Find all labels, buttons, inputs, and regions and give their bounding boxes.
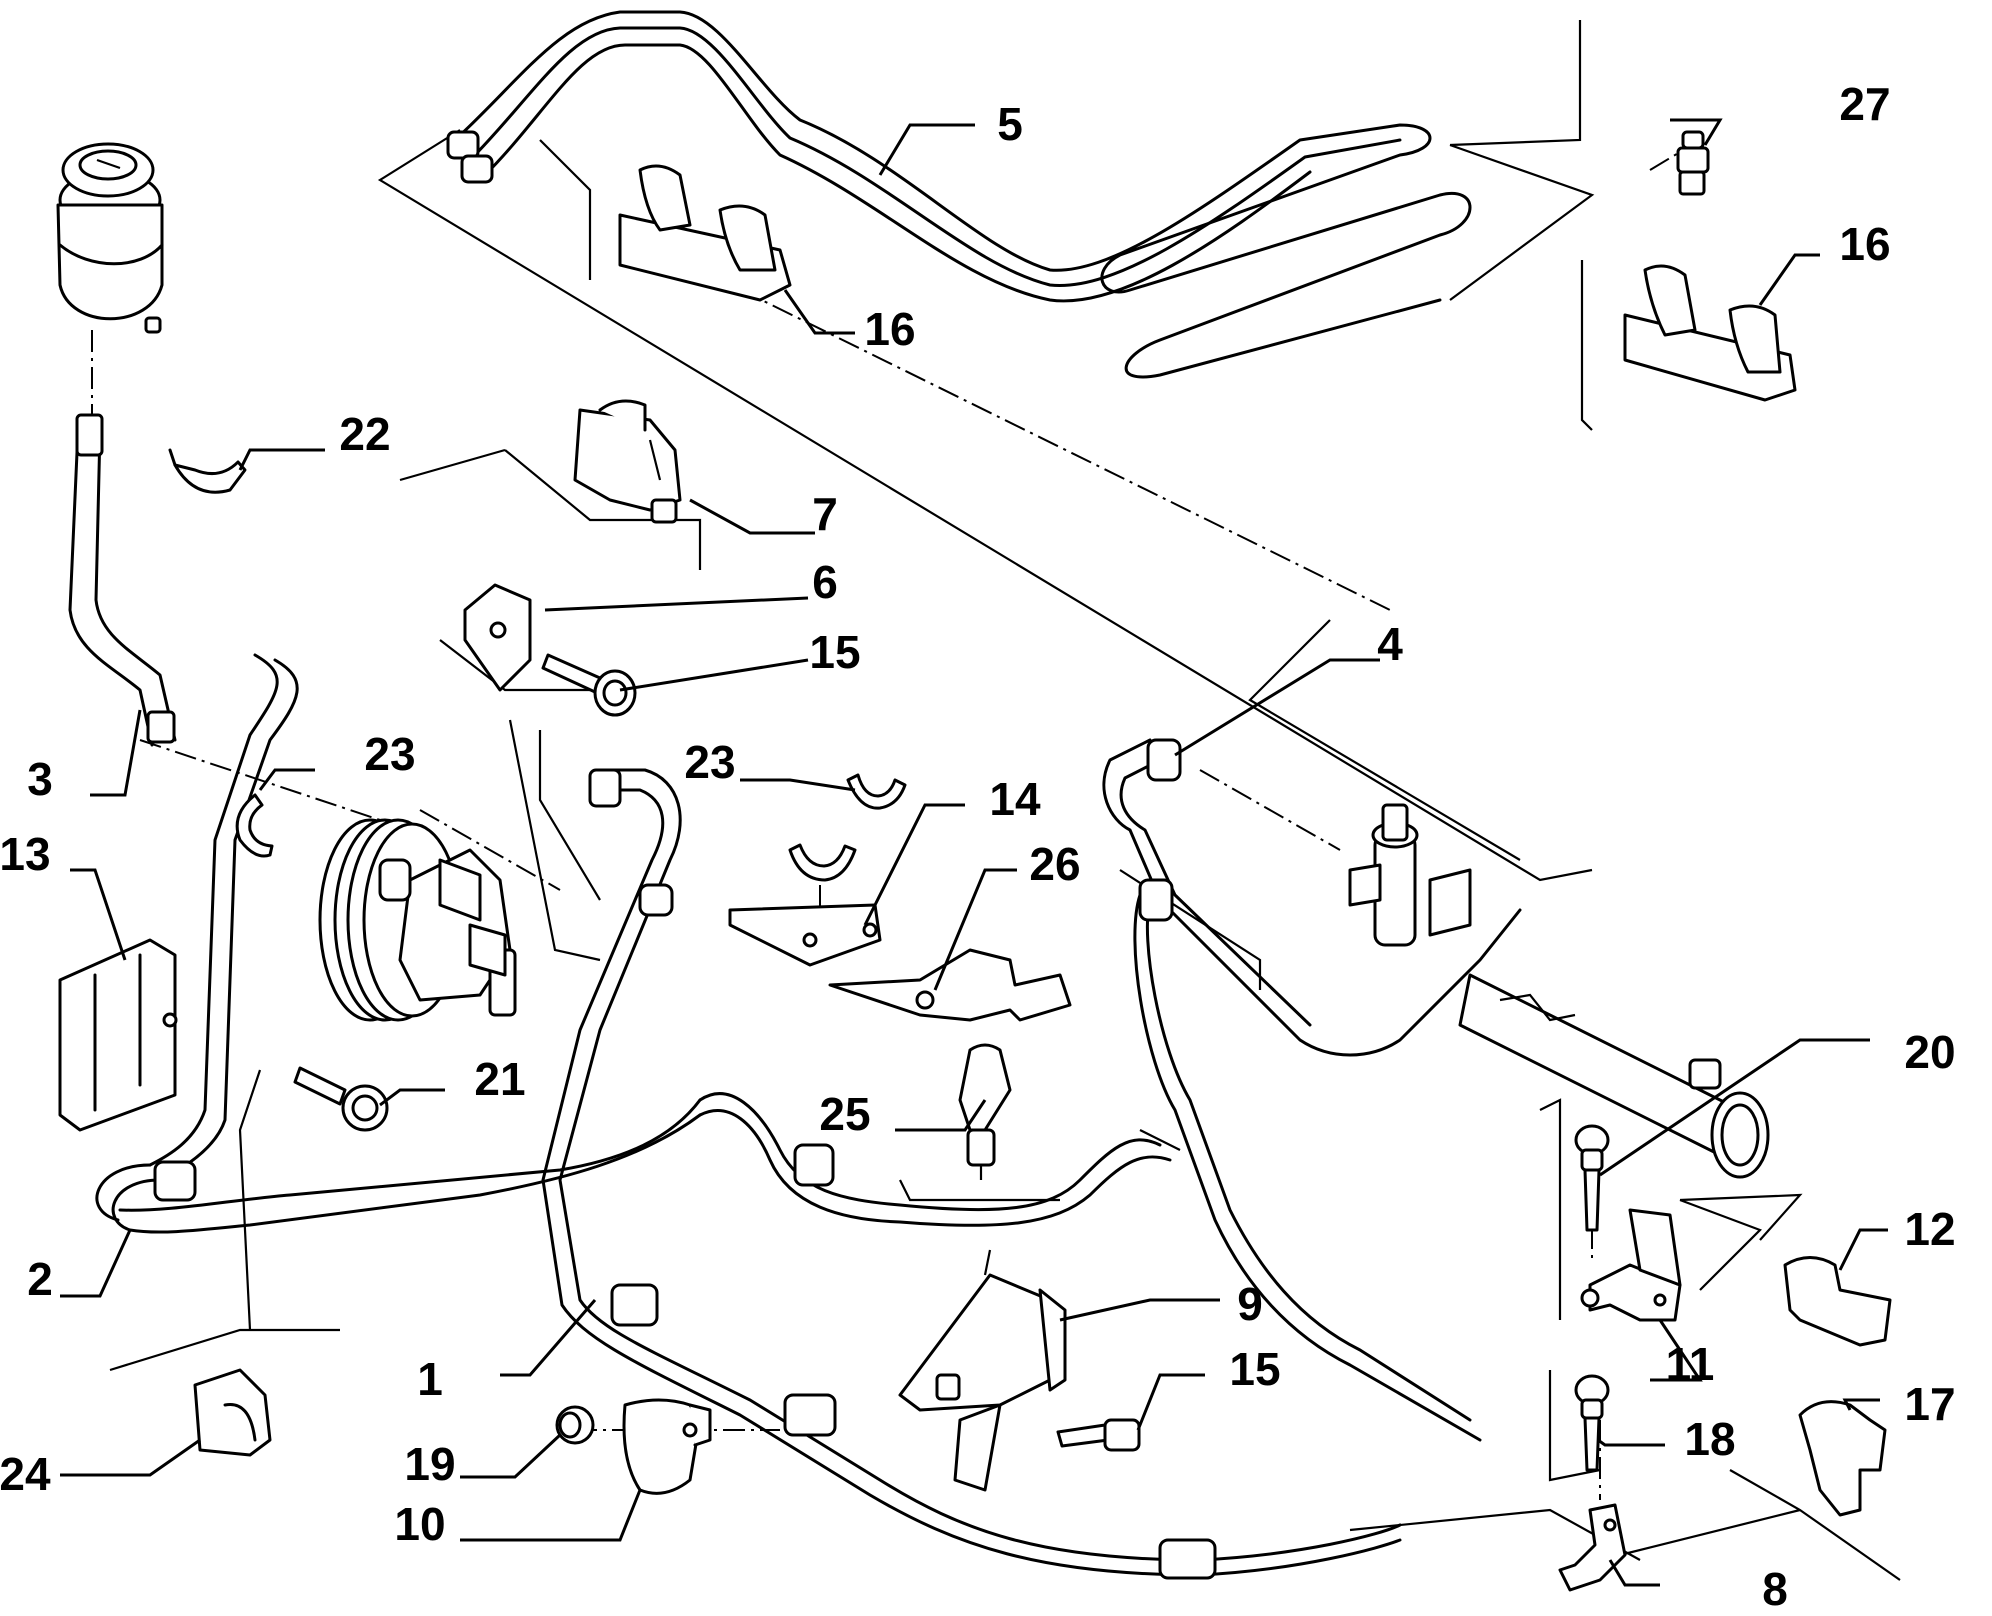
coil-clamp-right (1623, 264, 1797, 402)
callout-17: 17 (1904, 1378, 1955, 1430)
pressure-hose (541, 768, 1402, 1580)
callout-labels: 1 2 3 4 5 6 7 8 9 10 11 12 13 14 15 15 1… (0, 78, 1956, 1615)
callout-20: 20 (1904, 1026, 1955, 1078)
grommet (555, 1405, 595, 1445)
support-bracket (828, 948, 1072, 1022)
callout-5: 5 (997, 98, 1023, 150)
bracket-bolt-upper (541, 653, 637, 717)
callout-26: 26 (1029, 838, 1080, 890)
coil-fitting-upper (446, 130, 480, 160)
cooling-coil-pipe (446, 10, 1472, 379)
heat-shield (58, 938, 178, 1132)
fluid-reservoir (56, 142, 164, 334)
hose-clip-right (1783, 1256, 1892, 1347)
callout-21: 21 (474, 1053, 525, 1105)
callout-7: 7 (812, 488, 838, 540)
return-hose (95, 653, 702, 1234)
callout-4: 4 (1377, 618, 1403, 670)
callout-12: 12 (1904, 1203, 1955, 1255)
callout-2: 2 (27, 1253, 53, 1305)
callout-23-center: 23 (684, 736, 735, 788)
reference-lines (109, 20, 1901, 1581)
bracket-bolt-lower (1056, 1418, 1141, 1452)
callout-25: 25 (819, 1088, 870, 1140)
rack-bracket (898, 1273, 1067, 1492)
clamp-bolt (1574, 1374, 1610, 1472)
hose-clip-center-upper (846, 773, 907, 810)
callout-16-left: 16 (864, 303, 915, 355)
pump-bolt (293, 1066, 389, 1132)
sensor-bracket (463, 583, 532, 692)
reservoir-feed-hose (68, 413, 177, 747)
callout-10: 10 (394, 1498, 445, 1550)
callout-9: 9 (1237, 1278, 1263, 1330)
rack-bolt (1574, 1124, 1610, 1232)
callout-15-lower: 15 (1229, 1343, 1280, 1395)
power-steering-pump (318, 818, 517, 1022)
rack-bracket-small (1580, 1208, 1682, 1322)
coil-clamp-left (618, 164, 792, 302)
callout-11: 11 (1666, 1338, 1715, 1390)
bushing (622, 1398, 712, 1495)
callout-24: 24 (0, 1448, 51, 1500)
callout-13: 13 (0, 828, 51, 880)
steering-rack (1348, 803, 1770, 1179)
hose-clip-lower-right (1798, 1400, 1887, 1517)
pipe-clip-left (193, 1368, 272, 1457)
callout-19: 19 (404, 1438, 455, 1490)
pressure-switch (1676, 130, 1710, 196)
hose-clip-left (235, 793, 274, 858)
hose-clip-upper (168, 448, 247, 494)
pipe-clamp (1558, 1503, 1627, 1592)
callout-23-left: 23 (364, 728, 415, 780)
callout-6: 6 (812, 556, 838, 608)
callout-8: 8 (1762, 1563, 1788, 1615)
callout-1: 1 (417, 1353, 443, 1405)
callout-27: 27 (1839, 78, 1890, 130)
rack-feed-pipe (1102, 738, 1522, 1442)
callout-leaders (60, 118, 1888, 1587)
callout-14: 14 (989, 773, 1041, 825)
coil-fitting-lower (460, 154, 494, 184)
rack-return-hose (698, 1092, 1172, 1227)
pressure-sensor (573, 399, 682, 524)
callout-22: 22 (339, 408, 390, 460)
callout-18: 18 (1684, 1413, 1735, 1465)
callout-15-upper: 15 (809, 626, 860, 678)
hose-clamp-center (958, 1043, 1012, 1180)
callout-3: 3 (27, 753, 53, 805)
mounting-plate (728, 903, 882, 967)
hose-clip-center-lower (788, 843, 857, 882)
callout-16-right: 16 (1839, 218, 1890, 270)
